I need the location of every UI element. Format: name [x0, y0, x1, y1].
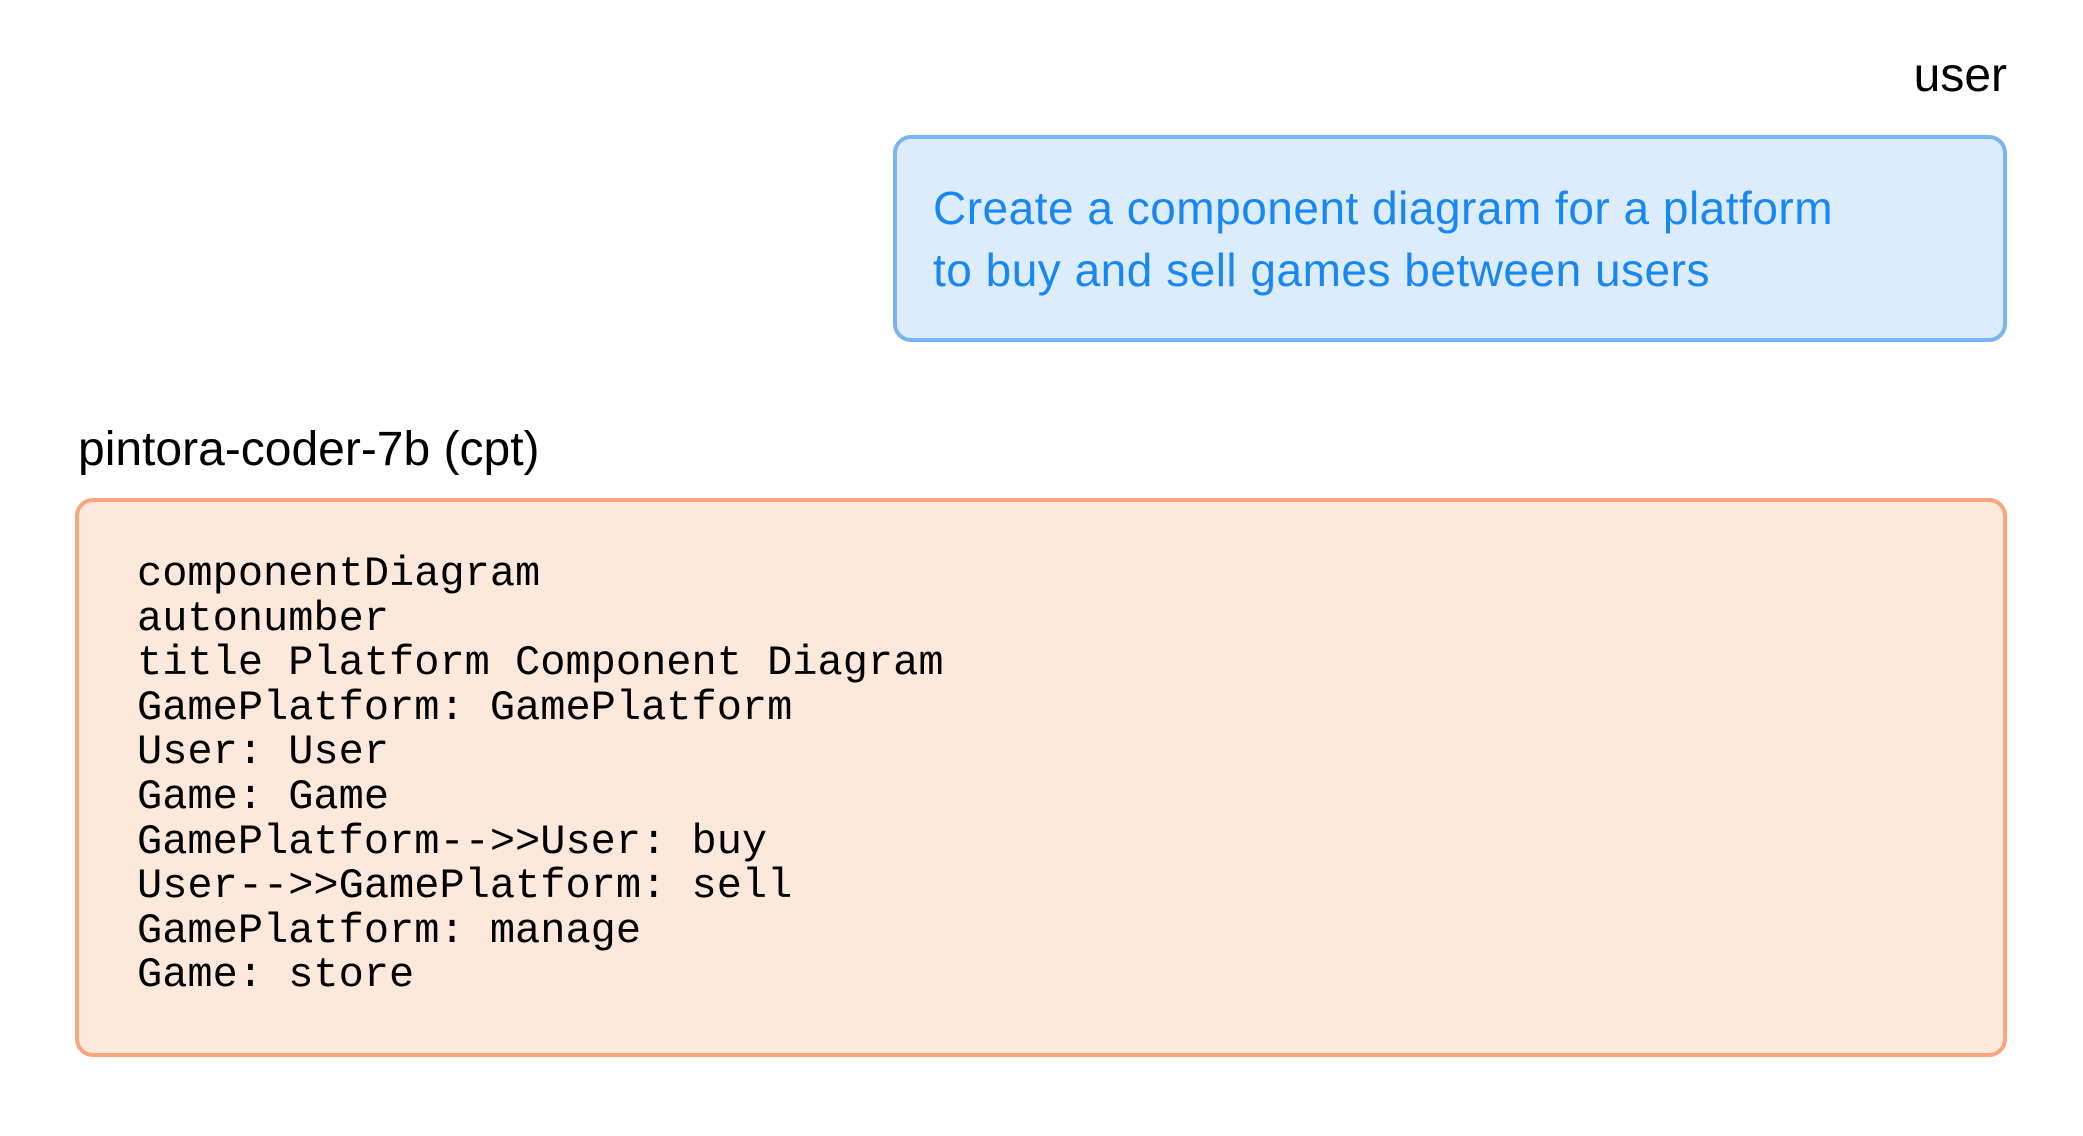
model-role-label: pintora-coder-7b (cpt): [78, 423, 540, 476]
user-message-bubble: Create a component diagram for a platfor…: [893, 135, 2007, 342]
model-response-code: componentDiagram autonumber title Platfo…: [137, 550, 944, 1000]
model-response-bubble: componentDiagram autonumber title Platfo…: [75, 498, 2007, 1057]
user-message-text: Create a component diagram for a platfor…: [933, 181, 1834, 296]
user-role-label: user: [1913, 49, 2007, 102]
